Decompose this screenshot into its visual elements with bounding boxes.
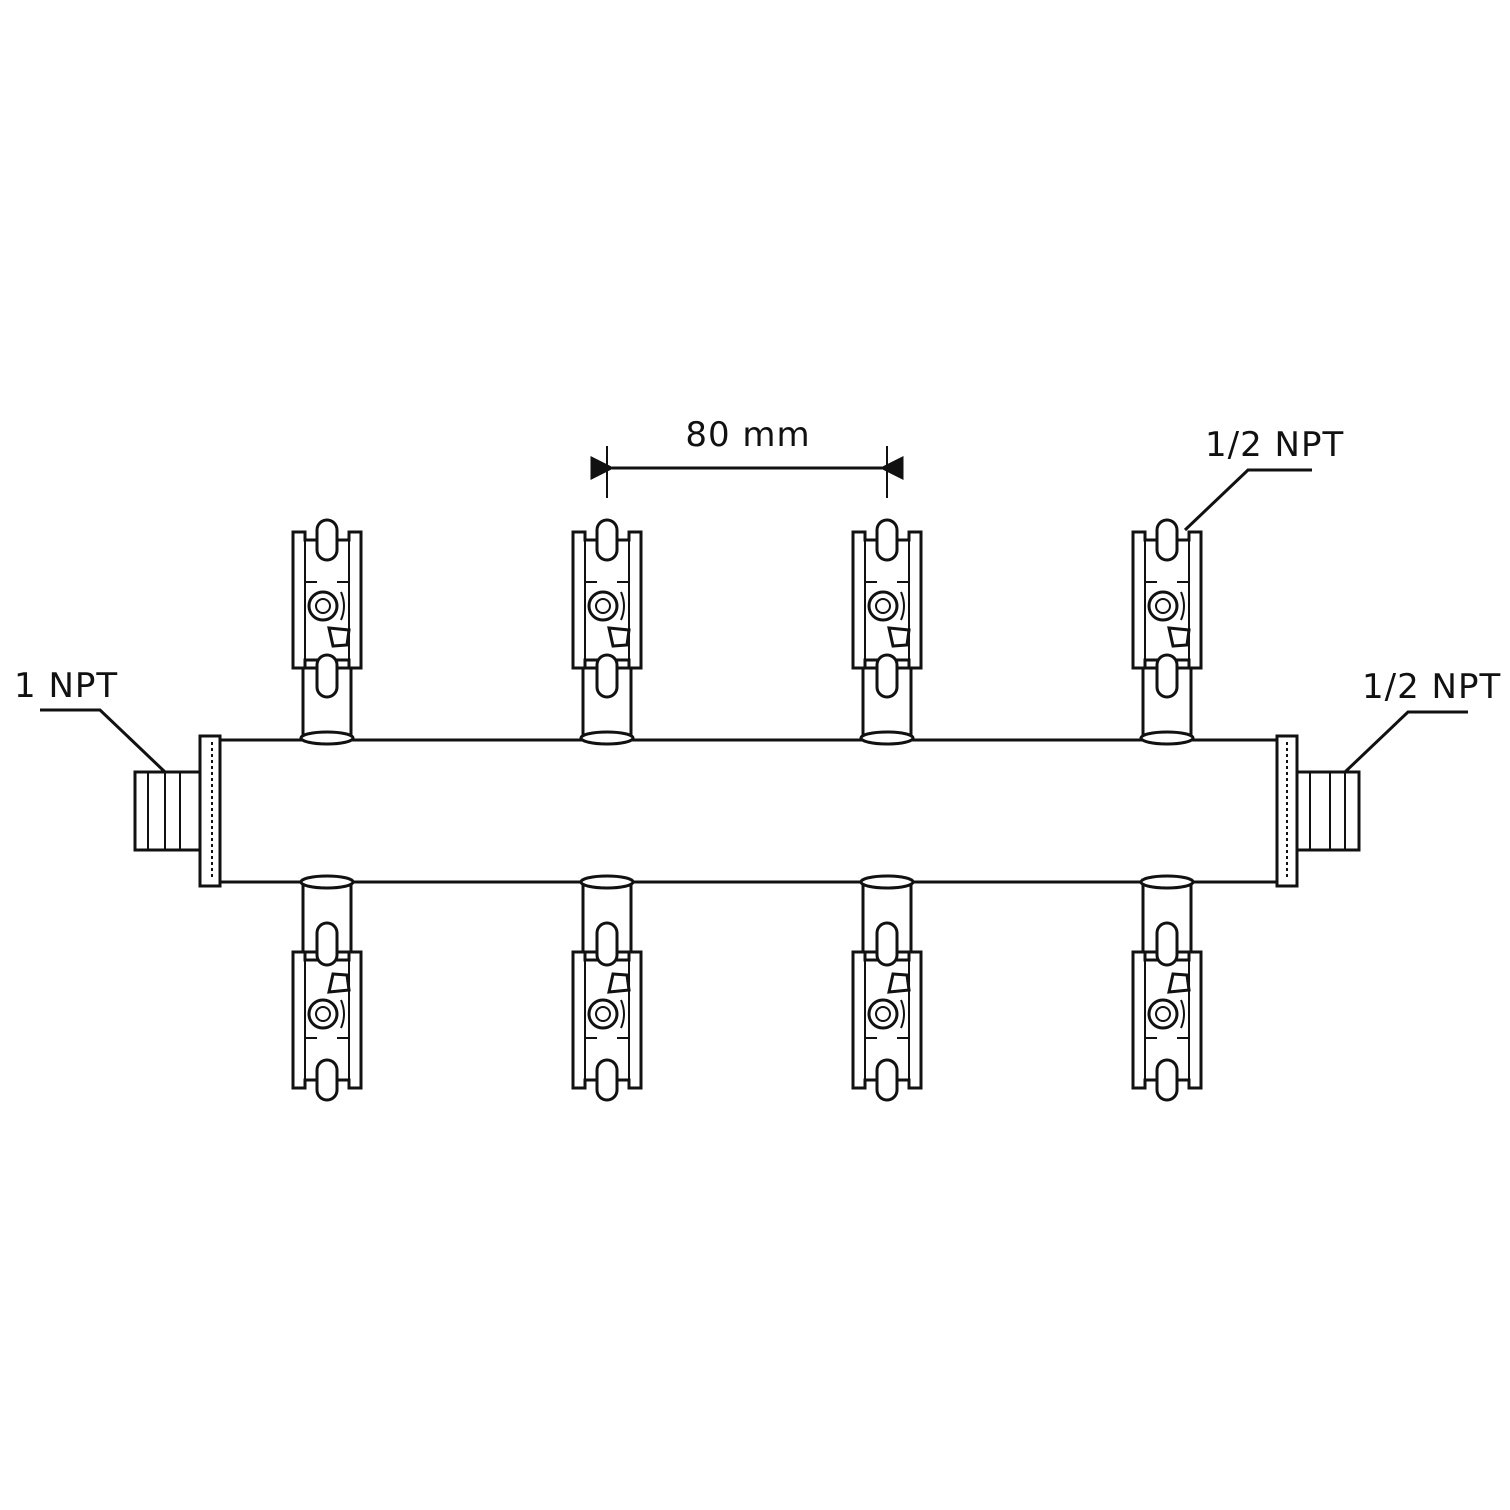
valve-top-3 [851,518,923,746]
outlet-right-callout: 1/2 NPT [1343,667,1501,774]
valve-bottom-3 [851,874,923,1102]
inlet-fitting-left [133,770,202,852]
outlet-top-right-label: 1/2 NPT [1205,425,1344,465]
valve-bottom-4 [1131,874,1203,1102]
valve-group [291,518,1203,1102]
outlet-top-right-callout: 1/2 NPT [1183,425,1344,532]
outlet-right-label: 1/2 NPT [1362,667,1501,707]
valve-top-4 [1131,518,1203,746]
valve-top-2 [571,518,643,746]
valve-top-1 [291,518,363,746]
valve-bottom-2 [571,874,643,1102]
outlet-fitting-right [1295,770,1361,852]
inlet-left-callout: 1 NPT [14,666,167,774]
spacing-label: 80 mm [685,415,810,455]
spacing-dimension: 80 mm [590,415,904,498]
valve-bottom-1 [291,874,363,1102]
inlet-left-label: 1 NPT [14,666,118,706]
header-pipe [198,734,1299,888]
